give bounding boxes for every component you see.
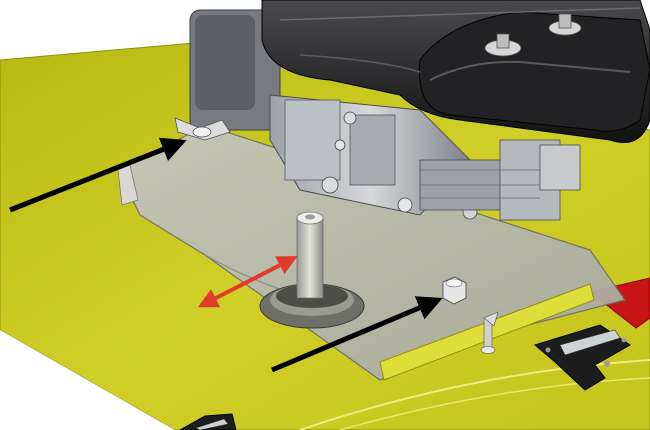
hinge-bottom-icon: [178, 413, 237, 430]
adjustment-arrow-icon: [197, 256, 298, 308]
hinge-icon: [533, 324, 631, 391]
engine-cover: [261, 0, 650, 143]
hex-bolt-icon: [442, 276, 467, 305]
cover-knob-right: [548, 13, 582, 36]
callout-arrow-bolt: [271, 296, 443, 373]
engine: [189, 9, 581, 221]
screw-icon: [480, 311, 499, 354]
mounting-post: [296, 211, 324, 299]
callout-arrow-wing-nut: [9, 137, 187, 213]
cover-knob-left: [484, 33, 522, 57]
wing-nut-icon: [174, 117, 231, 141]
